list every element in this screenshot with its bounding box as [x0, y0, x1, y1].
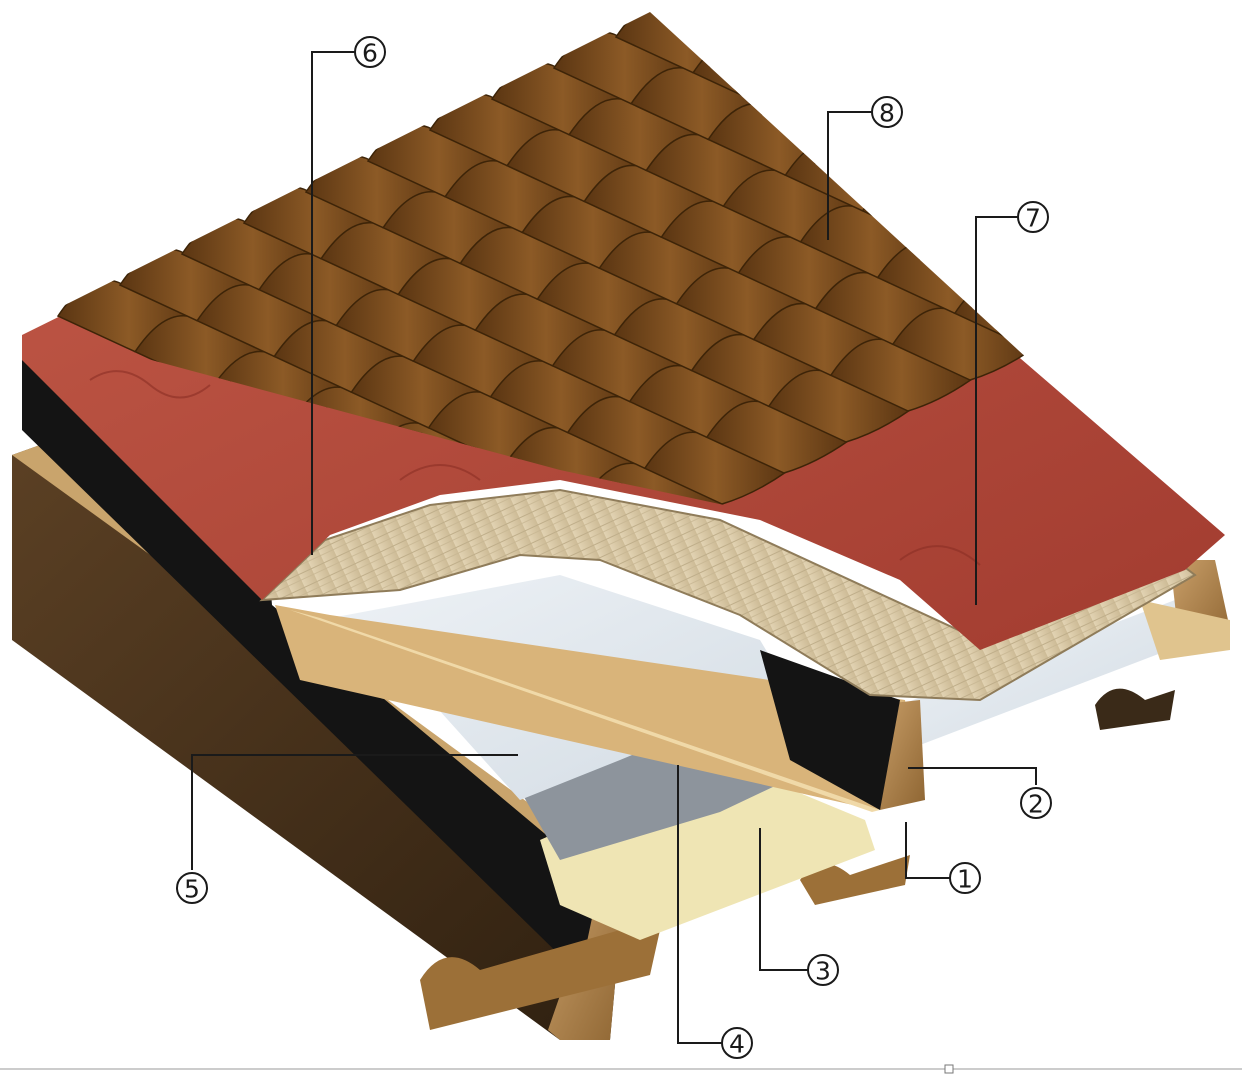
leader-line-2: [908, 767, 1037, 785]
leader-line-3: [759, 828, 808, 971]
leader-line-1: [905, 822, 950, 879]
roof-tile: [846, 107, 991, 181]
svg-text:5: 5: [184, 875, 200, 904]
roof-tile: [1015, 245, 1160, 319]
svg-text:8: 8: [879, 99, 895, 128]
wood-sheathing-board: [259, 488, 1197, 702]
right-rafter: [1140, 560, 1230, 660]
roof-tile: [1077, 214, 1222, 288]
svg-text:2: 2: [1028, 790, 1044, 819]
callout-2: 2: [1020, 787, 1052, 819]
inner-rafter: [275, 605, 925, 812]
callout-6: 6: [354, 36, 386, 68]
roof-tile: [923, 143, 1068, 217]
leader-line-6: [311, 51, 355, 555]
svg-text:7: 7: [1025, 204, 1041, 233]
callout-8: 8: [871, 96, 903, 128]
callout-markers: 6 8 7 2 1 5 3 4: [176, 36, 1052, 1059]
leader-line-8: [827, 111, 872, 240]
svg-text:6: 6: [362, 39, 378, 68]
leader-line-7: [975, 216, 1018, 605]
svg-text:4: 4: [729, 1030, 745, 1059]
resize-handle[interactable]: [944, 1064, 954, 1074]
leader-lines: [191, 51, 1037, 1044]
leader-line-5: [191, 754, 518, 870]
svg-text:1: 1: [957, 865, 973, 894]
callout-5: 5: [176, 872, 208, 904]
callout-4: 4: [721, 1027, 753, 1059]
callout-7: 7: [1017, 201, 1049, 233]
roof-tile: [938, 209, 1083, 284]
callout-1: 1: [949, 862, 981, 894]
callout-3: 3: [807, 954, 839, 986]
svg-text:3: 3: [815, 957, 831, 986]
leader-line-4: [677, 765, 722, 1044]
